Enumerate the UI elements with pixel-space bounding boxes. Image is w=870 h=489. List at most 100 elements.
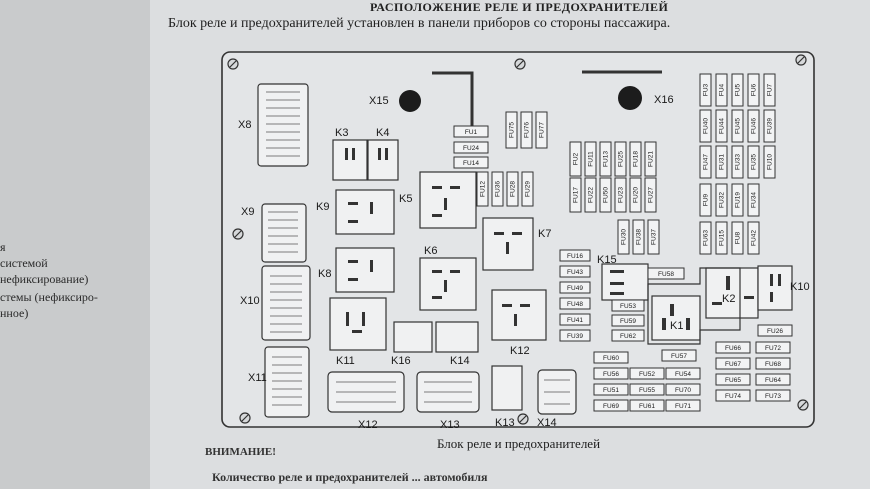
fuse: FU36 — [491, 171, 504, 207]
fuse: FU64 — [755, 373, 791, 386]
hole-x15 — [399, 90, 421, 112]
fuse-label: FU39 — [767, 118, 774, 134]
relay-label: K5 — [399, 193, 412, 205]
relay-label: K8 — [318, 268, 331, 280]
fuse-label: FU5 — [735, 83, 742, 96]
fuse: FU2 — [569, 141, 582, 177]
relay-k8 — [335, 247, 395, 293]
fuse-label: FU31 — [719, 154, 726, 170]
relay-label: K16 — [391, 355, 411, 367]
fuse: FU25 — [614, 141, 627, 177]
fuse: FU54 — [665, 367, 701, 380]
fuse: FU39 — [763, 109, 776, 143]
fuse: FU74 — [715, 389, 751, 402]
fuse-label: FU6 — [751, 83, 758, 96]
page-heading: РАСПОЛОЖЕНИЕ РЕЛЕ И ПРЕДОХРАНИТЕЛЕЙ — [370, 0, 669, 14]
relay-label: K10 — [790, 281, 810, 293]
relay-label: K11 — [336, 355, 355, 367]
fuse-label: FU17 — [573, 187, 580, 203]
relay-block-outline — [647, 267, 741, 345]
fuse-label: FU54 — [675, 371, 691, 378]
fuse-label: FU7 — [767, 83, 774, 96]
fuse-label: FU16 — [567, 253, 583, 260]
fuse-label: FU66 — [725, 345, 741, 352]
fuse-label: FU39 — [567, 333, 583, 340]
fuse-label: FU37 — [651, 229, 658, 245]
connector-x9 — [261, 203, 307, 263]
fuse: FU23 — [614, 177, 627, 213]
fuse-label: FU60 — [603, 355, 619, 362]
fuse: FU43 — [559, 265, 591, 278]
fuse-label: FU32 — [719, 192, 726, 208]
fuse: FU30 — [617, 219, 630, 255]
fuse: FU14 — [453, 156, 489, 169]
divider-line — [432, 71, 474, 128]
fuse-label: FU53 — [620, 303, 636, 310]
relay-k5 — [419, 171, 477, 229]
relay-k9 — [335, 189, 395, 235]
fuse: FU9 — [699, 183, 712, 217]
relay-label: K9 — [316, 201, 329, 213]
fuse-label: FU72 — [765, 345, 781, 352]
fuse: FU29 — [521, 171, 534, 207]
page-subtitle: Блок реле и предохранителей установлен в… — [168, 16, 671, 31]
fuse-label: FU20 — [633, 187, 640, 203]
fuse: FU55 — [629, 383, 665, 396]
fuse-label: FU36 — [495, 181, 502, 197]
fuse-label: FU33 — [735, 154, 742, 170]
fuse: FU34 — [747, 183, 760, 217]
fuse-label: FU61 — [639, 403, 655, 410]
fuse-label: FU25 — [618, 151, 625, 167]
hole-x16 — [618, 86, 642, 110]
fuse-label: FU63 — [703, 230, 710, 246]
fuse-label: FU3 — [703, 83, 710, 96]
fuse: FU13 — [599, 141, 612, 177]
fuse: FU17 — [569, 177, 582, 213]
fuse-label: FU35 — [751, 154, 758, 170]
warning-title: ВНИМАНИЕ! — [205, 446, 276, 458]
fuse-label: FU45 — [735, 118, 742, 134]
fuse-label: FU9 — [703, 193, 710, 206]
fuse: FU20 — [629, 177, 642, 213]
fuse-label: FU26 — [767, 328, 783, 335]
fuse-label: FU29 — [525, 181, 532, 197]
fuse: FU32 — [715, 183, 728, 217]
fuse-label: FU64 — [765, 377, 781, 384]
fuse: FU8 — [731, 221, 744, 255]
fuse-label: FU23 — [618, 187, 625, 203]
fuse-label: FU2 — [573, 152, 580, 165]
fuse-label: FU15 — [719, 230, 726, 246]
fuse: FU41 — [559, 313, 591, 326]
relay-label: K7 — [538, 228, 551, 240]
fuse-label: FU40 — [703, 118, 710, 134]
fuse-label: FU12 — [480, 181, 487, 197]
fuse-label: FU28 — [510, 181, 517, 197]
fuse: FU38 — [632, 219, 645, 255]
fuse: FU37 — [647, 219, 660, 255]
fuse: FU28 — [506, 171, 519, 207]
relay-k13 — [491, 365, 523, 411]
relay-k3 — [332, 139, 368, 181]
connector-label: X8 — [238, 119, 251, 131]
fuse: FU66 — [715, 341, 751, 354]
fuse: FU4 — [715, 73, 728, 107]
fuse: FU69 — [593, 399, 629, 412]
connector-x8 — [257, 83, 309, 167]
left-page-line: нефиксирование) — [0, 272, 89, 286]
fuse: FU57 — [661, 349, 697, 362]
connector-label: X10 — [240, 295, 260, 307]
fuse: FU7 — [763, 73, 776, 107]
fuse: FU76 — [520, 111, 533, 149]
fuse: FU75 — [505, 111, 518, 149]
fuse: FU51 — [593, 383, 629, 396]
fuse: FU49 — [559, 281, 591, 294]
fuse: FU62 — [611, 329, 645, 342]
fuse: FU56 — [593, 367, 629, 380]
fuse-label: FU14 — [463, 160, 479, 167]
fuse: FU5 — [731, 73, 744, 107]
fuse: FU15 — [715, 221, 728, 255]
fuse: FU45 — [731, 109, 744, 143]
fuse-label: FU34 — [751, 192, 758, 208]
